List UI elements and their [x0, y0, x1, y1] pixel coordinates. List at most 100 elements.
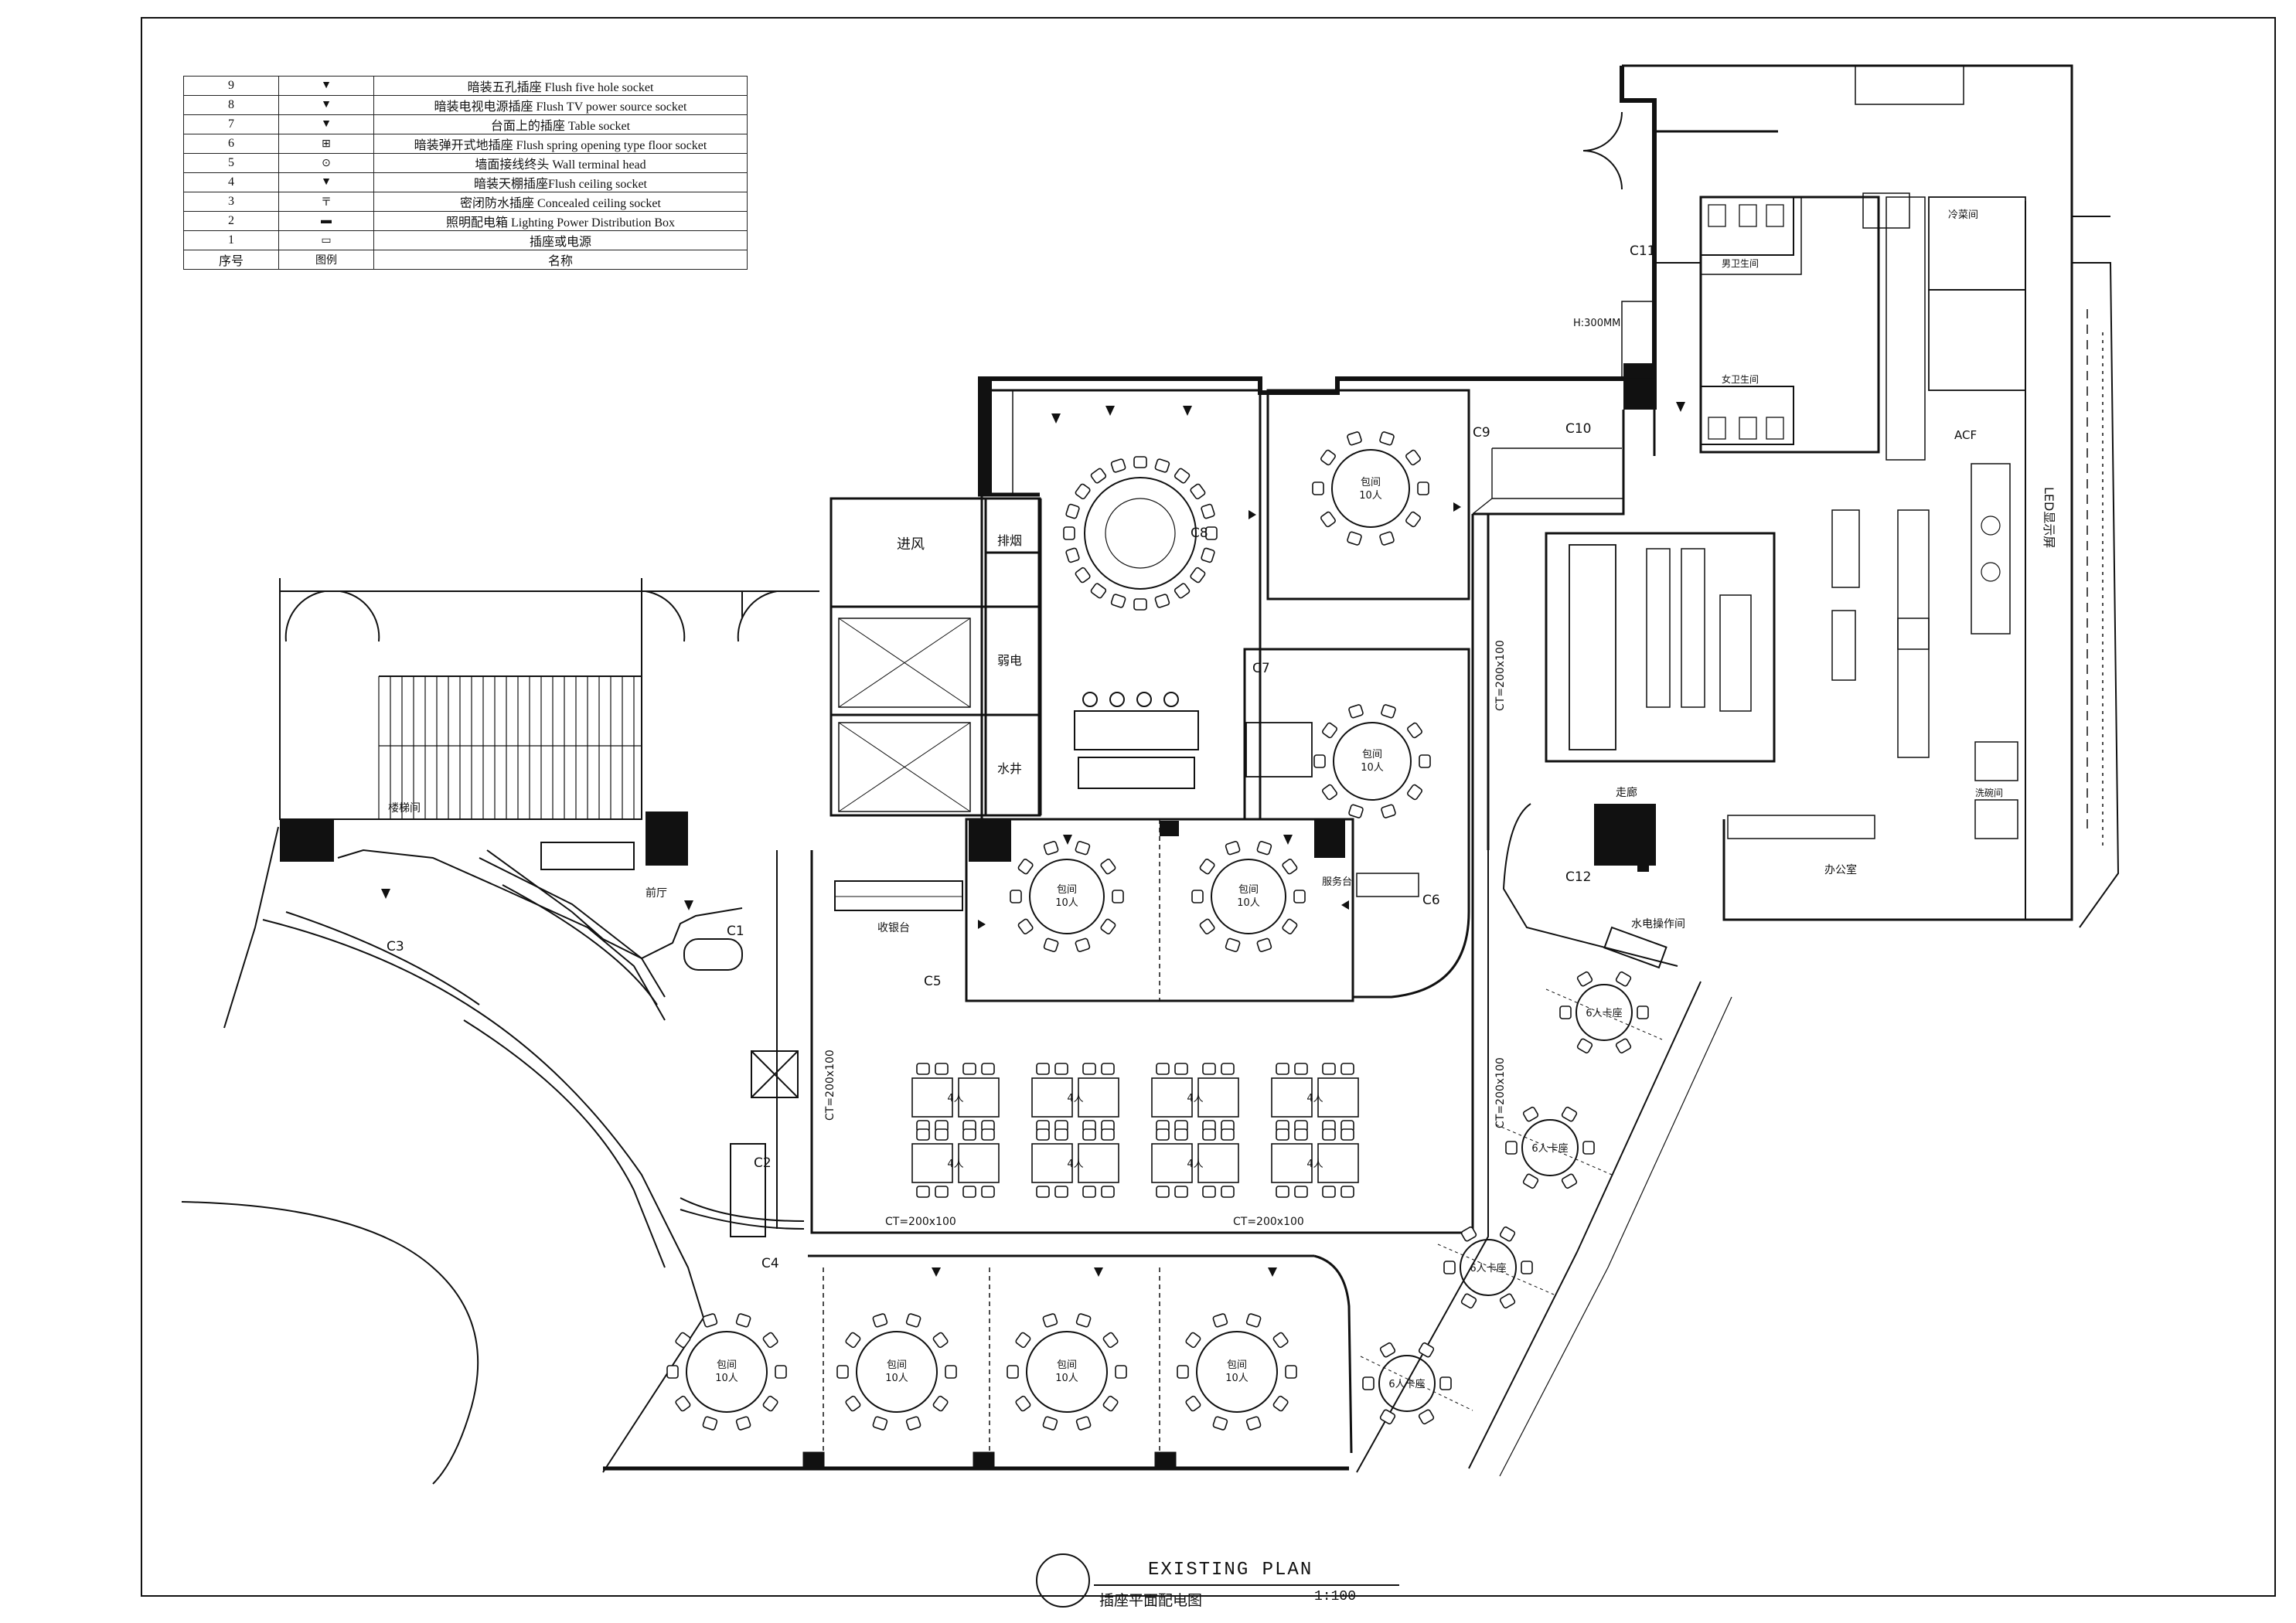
table-labels: 包间 10人 包间 10人 包间 10人 包间 10人 包间 10人 包间 10…: [715, 477, 1622, 1390]
chair: [1202, 1128, 1216, 1141]
chair: [932, 1331, 949, 1349]
chair: [1498, 1225, 1517, 1243]
chair: [1041, 1312, 1058, 1329]
chair: [981, 1186, 995, 1198]
legend-header-name: 名称: [373, 250, 748, 270]
legend-header-row: 序号图例名称: [183, 250, 748, 270]
chair: [1521, 1172, 1540, 1190]
legend-number: 5: [183, 153, 279, 173]
tlabel-2: 10人: [1359, 490, 1382, 502]
chair: [1378, 1341, 1397, 1359]
chair: [916, 1128, 930, 1141]
tlabel-5: 包间: [1057, 884, 1077, 896]
round-table-c8: [1084, 477, 1197, 590]
chair: [1521, 1261, 1533, 1274]
legend-number: 7: [183, 114, 279, 134]
chair: [1177, 1365, 1189, 1379]
four-person-table-label: 4人: [1187, 1159, 1203, 1170]
label-c9: C9: [1473, 425, 1490, 441]
chair: [932, 1394, 949, 1413]
four-person-table: [911, 1143, 953, 1183]
four-person-table: [958, 1143, 1000, 1183]
chair: [1405, 721, 1424, 740]
four-person-table-label: 4人: [1306, 1093, 1323, 1104]
chair: [1380, 803, 1397, 819]
four-person-table: [1151, 1077, 1193, 1118]
label-cashier: 收银台: [877, 922, 910, 934]
chair: [674, 1394, 692, 1413]
label-led-screen: LED显示屏: [2042, 487, 2056, 548]
four-person-table: [1317, 1077, 1359, 1118]
chair: [1036, 1186, 1050, 1198]
title-underline: [1094, 1584, 1399, 1586]
chair: [1320, 783, 1339, 801]
chair: [962, 1186, 976, 1198]
chair: [1294, 1186, 1308, 1198]
chair: [1346, 430, 1363, 447]
four-person-table-label: 4人: [1067, 1159, 1083, 1170]
tlabel-9: 包间: [717, 1359, 737, 1371]
four-person-table-label: 4人: [1306, 1159, 1323, 1170]
socket-symbols: [381, 402, 1685, 1277]
chair: [1054, 1128, 1068, 1141]
chair: [1014, 1331, 1032, 1349]
chair: [916, 1186, 930, 1198]
chair: [1460, 1225, 1478, 1243]
chair: [1110, 458, 1127, 474]
chair: [1200, 546, 1216, 563]
label-c6: C6: [1422, 893, 1440, 908]
chair: [1102, 1331, 1119, 1349]
kitchen-toilets: [1700, 196, 1794, 445]
chair: [1276, 1128, 1289, 1141]
tlabel-16: 10人: [1225, 1373, 1248, 1384]
chair: [1521, 1105, 1540, 1123]
chair: [1276, 1186, 1289, 1198]
chair: [1189, 566, 1207, 584]
label-cold: 冷菜间: [1948, 209, 1978, 221]
label-front: 前厅: [646, 886, 667, 900]
four-person-table: [1078, 1143, 1119, 1183]
chair: [1010, 890, 1022, 903]
chair: [1153, 593, 1170, 609]
chair: [1637, 1005, 1649, 1019]
drawing-frame: [141, 17, 2276, 1597]
chair: [1054, 1186, 1068, 1198]
label-c1: C1: [727, 924, 744, 939]
tlabel-11: 包间: [887, 1359, 907, 1371]
label-c8: C8: [1191, 526, 1208, 541]
chair: [1560, 1172, 1579, 1190]
chair: [735, 1415, 752, 1431]
chair: [1075, 1415, 1092, 1431]
chair: [905, 1312, 922, 1329]
chair: [1340, 1128, 1354, 1141]
chair: [1099, 917, 1117, 936]
chair: [1082, 1063, 1096, 1075]
title-scale: 1:100: [1314, 1589, 1357, 1604]
label-ct-h1: CT=200x100: [885, 1216, 956, 1228]
chair: [1347, 803, 1364, 819]
chair: [836, 1365, 849, 1379]
chair: [1173, 582, 1191, 600]
chair: [1322, 1128, 1336, 1141]
legend-row: 2▬照明配电箱 Lighting Power Distribution Box: [183, 211, 748, 231]
chair: [761, 1394, 779, 1413]
chair: [1281, 917, 1299, 936]
chair: [1089, 582, 1108, 600]
legend-row: 6⊞暗装弹开式地插座 Flush spring opening type flo…: [183, 134, 748, 154]
four-person-table: [1151, 1143, 1193, 1183]
chair: [1576, 1037, 1594, 1055]
label-c11: C11: [1630, 243, 1656, 259]
booth-zone: [1356, 850, 1732, 1477]
label-ct-v1: CT=200x100: [824, 1050, 836, 1121]
four-person-table-label: 4人: [1067, 1093, 1083, 1104]
chair: [1184, 1331, 1202, 1349]
chair: [1378, 1408, 1397, 1426]
chair: [1319, 510, 1337, 529]
chair: [1174, 1186, 1188, 1198]
chair: [1294, 1128, 1308, 1141]
tlabel-10: 10人: [715, 1373, 738, 1384]
chair: [981, 1128, 995, 1141]
chair: [1281, 857, 1299, 876]
chair: [1221, 1128, 1235, 1141]
